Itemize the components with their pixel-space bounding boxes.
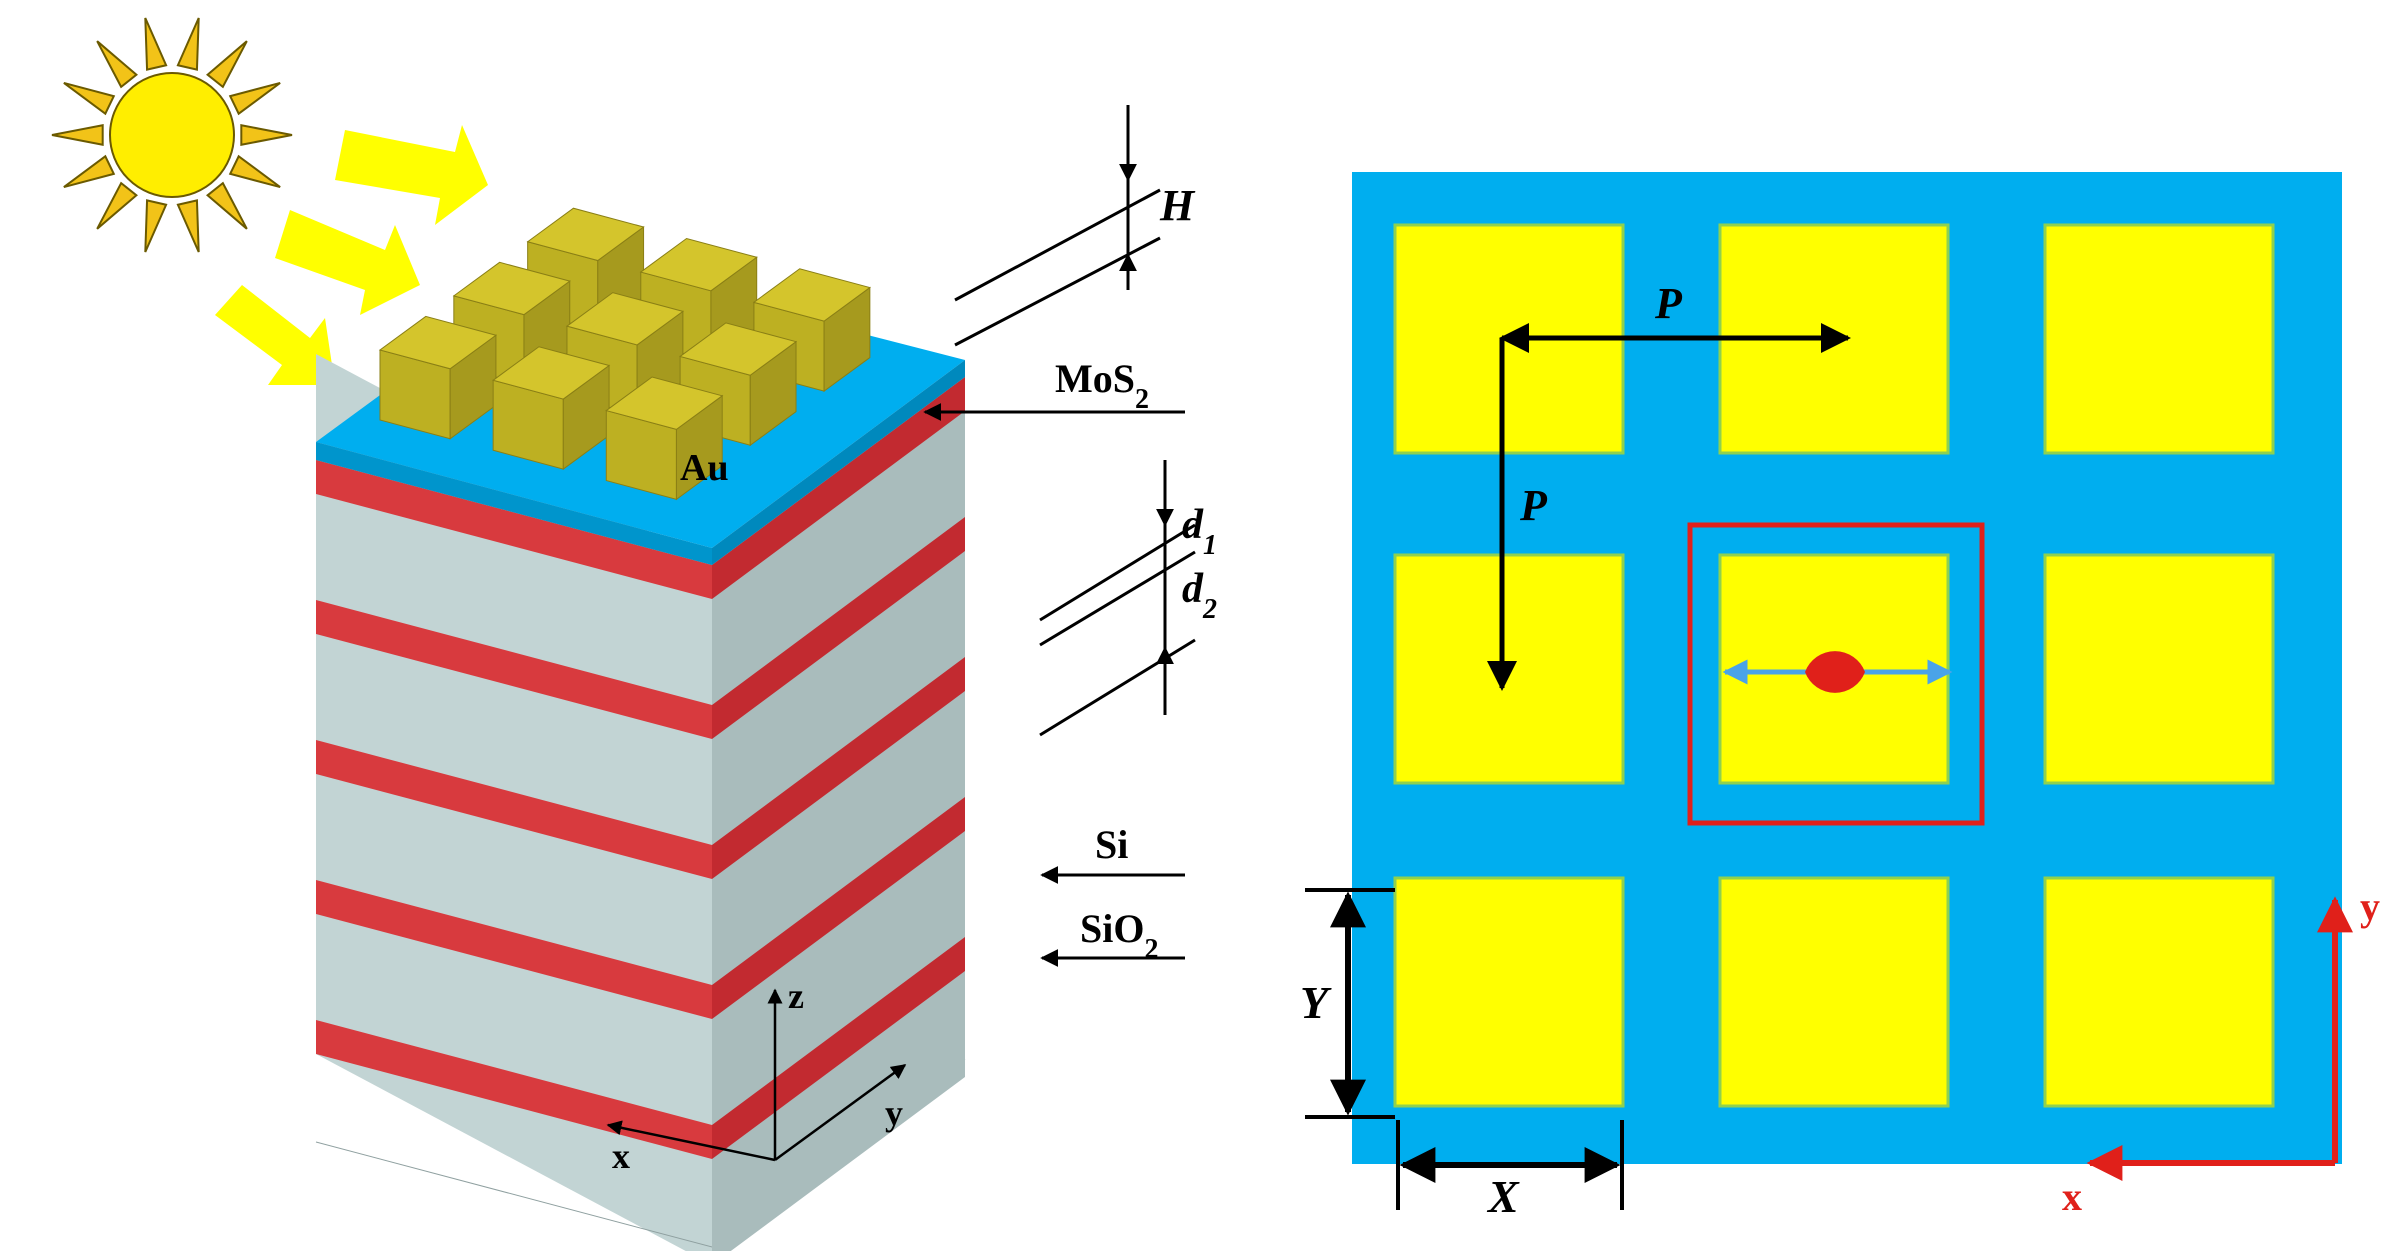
gold-patch: [1718, 876, 1950, 1108]
sio2-layer-front: [316, 740, 712, 879]
label-sio2: SiO2: [1080, 906, 1158, 965]
sio2-layer-front: [316, 880, 712, 1019]
mos2-front-edge: [316, 442, 712, 565]
sun-ray: [96, 181, 138, 230]
label-Y: Y: [1300, 977, 1332, 1028]
axis-label-y: y: [885, 1093, 903, 1133]
dimension-X: [1396, 1120, 1624, 1210]
left-coordinate-axes: [606, 988, 907, 1162]
gold-cube-top-face: [452, 261, 571, 316]
sun-ray: [206, 40, 248, 89]
label-mos2: MoS2: [1055, 356, 1149, 415]
axis-label-x-right: x: [2062, 1174, 2082, 1219]
sun-ray: [144, 199, 168, 253]
sun-ray: [63, 81, 116, 116]
axis-label-x: x: [612, 1136, 630, 1176]
sun-ray: [228, 81, 281, 116]
sun-ray: [176, 199, 200, 253]
incident-light-rays: [215, 125, 488, 385]
gold-cube-top-face: [678, 322, 798, 376]
right-coordinate-axes: [2086, 896, 2353, 1181]
sun-ray: [206, 181, 248, 230]
sio2-layer-right: [712, 517, 965, 739]
multilayer-stack: [315, 354, 966, 1251]
dimension-H: [954, 105, 1161, 347]
gold-patch: [2043, 876, 2275, 1108]
light-ray-arrow: [215, 285, 335, 385]
axis-label-y-right: y: [2360, 884, 2380, 929]
label-d2: d2: [1182, 566, 1217, 625]
sio2-layer-front: [316, 460, 712, 599]
label-period-vertical: P: [1519, 481, 1548, 530]
sun-ray: [176, 17, 200, 71]
gold-cube-top-face: [605, 376, 724, 430]
sio2-layer-right: [712, 377, 965, 599]
label-si: Si: [1095, 822, 1128, 867]
sun-ray: [63, 154, 116, 189]
sun-disc: [109, 72, 235, 198]
sun-ray: [144, 17, 168, 71]
axis-label-z: z: [788, 976, 804, 1016]
label-X: X: [1486, 1171, 1520, 1222]
sun-ray: [228, 154, 281, 189]
dimension-Y: [1305, 888, 1395, 1119]
sio2-layer-front: [316, 600, 712, 739]
gold-cube-top-face: [565, 292, 685, 346]
dipole-source-icon: [1805, 651, 1865, 672]
gold-cube-top-face: [526, 207, 645, 262]
gold-cube-top-face: [378, 315, 498, 370]
sun-ray: [51, 124, 104, 146]
mos2-right-edge: [712, 360, 965, 565]
left-panel: H MoS2 Au d1 d2 Si SiO2: [51, 17, 1217, 1251]
sio2-layer-right: [712, 657, 965, 879]
gold-patch: [1393, 553, 1625, 785]
light-ray-arrow: [275, 210, 420, 315]
gold-cube-top-face: [492, 346, 611, 400]
sun-ray: [96, 40, 138, 89]
gold-patch: [1393, 876, 1625, 1108]
label-period-horizontal: P: [1654, 279, 1683, 328]
gold-cube-top-face: [752, 268, 871, 322]
gold-patch: [2043, 553, 2275, 785]
dimension-d1-d2: [1039, 460, 1196, 737]
sio2-layer-right: [712, 797, 965, 1019]
gold-patch: [2043, 223, 2275, 455]
right-panel: P P Y X y x: [1300, 172, 2380, 1222]
label-H: H: [1159, 181, 1196, 230]
sun-ray: [240, 124, 293, 146]
label-d1: d1: [1182, 502, 1217, 561]
sun-icon: [51, 17, 293, 253]
light-ray-arrow: [335, 125, 488, 225]
label-au: Au: [680, 447, 729, 489]
unit-cell-box: [1687, 522, 1985, 826]
gold-cube-top-face: [639, 237, 758, 292]
gold-cube-array: [378, 207, 871, 501]
dipole-source-lower-half: [1805, 672, 1865, 693]
